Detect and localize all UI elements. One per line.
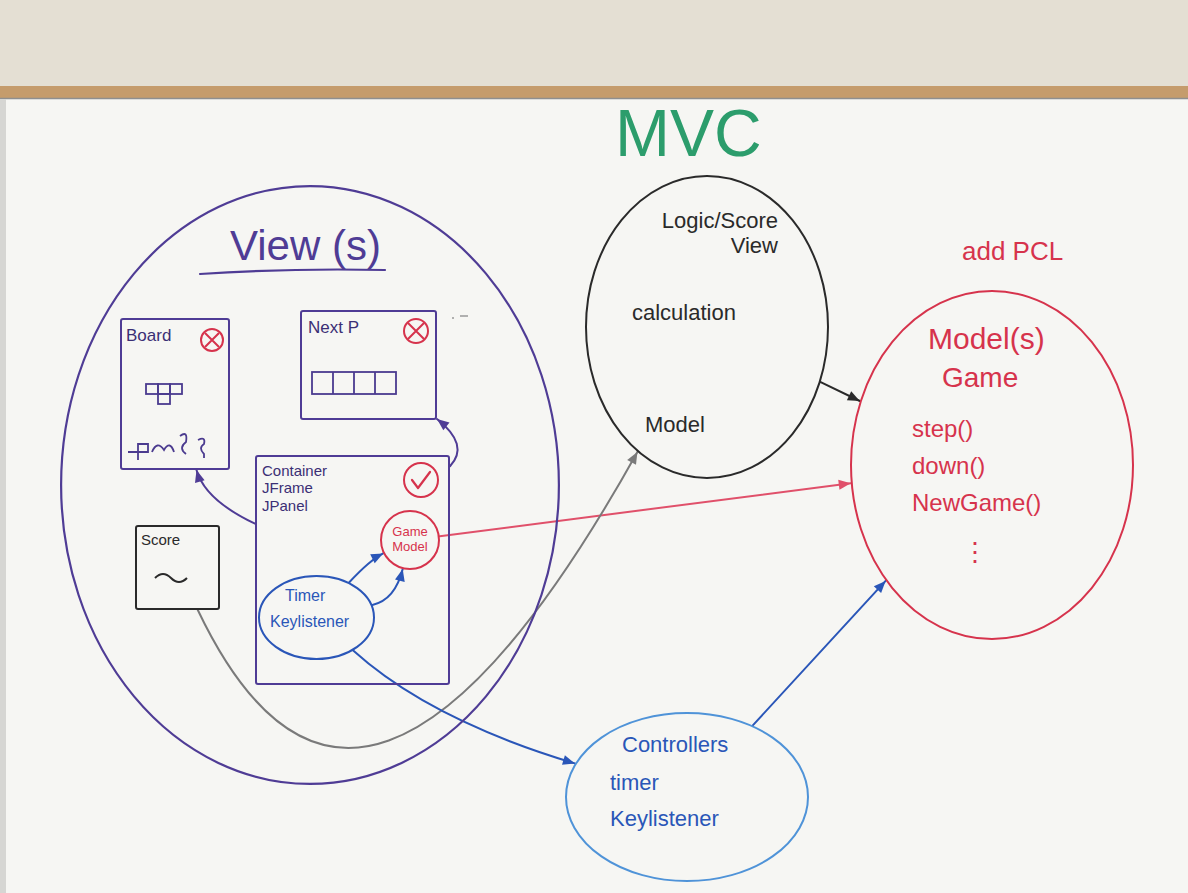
outline-ellipse [851, 291, 1133, 639]
tetris-cell [158, 394, 170, 404]
circle-text: Model [645, 412, 705, 437]
arrow-head [562, 755, 575, 765]
arrow-head [437, 419, 450, 430]
connector-line [440, 483, 851, 536]
tetris-pieces [128, 384, 204, 460]
model-circle: Model(s) Game step() down() NewGame() ⋮ [850, 290, 1134, 640]
arrow-head [847, 391, 860, 401]
outline-ellipse [381, 511, 439, 569]
connector-line [197, 470, 256, 524]
diagram-title: MVC [615, 100, 762, 166]
region-heading: View (s) [230, 222, 381, 270]
connector-line [753, 581, 886, 726]
board-edge [0, 98, 1188, 100]
check-mark [412, 472, 430, 488]
stray-mark [452, 316, 468, 318]
arrow-connector [353, 651, 575, 765]
game-model-circle: Game Model [380, 510, 440, 570]
circle-text: ⋮ [962, 538, 988, 568]
circle-text: step() [912, 415, 973, 443]
connector-line [821, 382, 860, 401]
circle-text: NewGame() [912, 489, 1041, 517]
arrow-connector [349, 553, 383, 582]
connector-line [437, 419, 458, 466]
tetris-piece [198, 439, 204, 458]
container-panel: Container JFrame JPanelTimerKeylistener G… [255, 455, 450, 685]
arrow-connector [372, 569, 404, 605]
next-piece-slots [312, 372, 396, 394]
panel-label: Next P [308, 318, 359, 338]
arrow-connector [195, 470, 255, 524]
arrow-head [395, 569, 405, 582]
tetris-cell [170, 384, 182, 394]
arrow-head [874, 581, 886, 593]
listener-group: TimerKeylistener [258, 575, 375, 660]
next-piece-panel: Next P [300, 310, 437, 420]
board-panel: Board [120, 318, 230, 470]
connector-line [372, 569, 402, 605]
cross-mark [205, 333, 219, 347]
tetris-piece [128, 444, 148, 460]
arrow-connector [437, 419, 458, 466]
circle-text: calculation [632, 300, 736, 325]
circle-text: timer [610, 770, 659, 795]
arrow-head [195, 470, 205, 483]
circle-text: Model(s) [928, 322, 1045, 357]
board-rail [0, 86, 1188, 98]
tetris-piece [180, 434, 186, 454]
tetris-cell [146, 384, 158, 394]
controller-circle: Controllers timerKeylistener [565, 712, 809, 882]
circle-text: Game [942, 362, 1018, 394]
score-panel: Score [135, 525, 220, 610]
circle-text: down() [912, 452, 985, 480]
tetris-cell [158, 384, 170, 394]
cross-mark [404, 319, 428, 343]
heading-underline [200, 270, 385, 275]
slot-row [312, 372, 396, 394]
tetris-piece [152, 445, 174, 452]
arrow-connector [440, 480, 851, 536]
note-label: add PCL [962, 238, 1063, 264]
connector-line [349, 553, 383, 582]
circle-text: Logic/Score View [648, 208, 778, 259]
outline-ellipse [566, 713, 808, 881]
panel-label: Container JFrame JPanel [262, 462, 347, 514]
cross-mark [201, 329, 223, 351]
arrow-connector [821, 382, 860, 401]
view-region: View (s) Board Next P Container JFrame JPan… [60, 185, 560, 785]
score-squiggle [155, 574, 187, 582]
check-mark [404, 463, 438, 497]
connector-line [353, 651, 575, 764]
panel-label: Score [141, 531, 180, 548]
cross-mark [408, 323, 424, 339]
arrow-head [370, 553, 383, 563]
wall [0, 0, 1188, 86]
circle-text: Controllers [622, 732, 728, 757]
circle-text: Keylistener [610, 806, 719, 831]
arrow-head [838, 480, 851, 490]
slot-dividers [333, 372, 375, 394]
outline-ellipse [61, 186, 559, 784]
arrow-connector [753, 581, 886, 726]
model-label: Game Model [384, 525, 436, 555]
logic-circle: Logic/Score View calculationModel [585, 175, 829, 479]
listener-label: Keylistener [270, 613, 349, 631]
arrow-head [627, 452, 637, 465]
outline-ellipse [586, 176, 828, 478]
panel-label: Board [126, 326, 171, 346]
arrow-connector [198, 452, 638, 748]
listener-label: Timer [285, 587, 325, 605]
board-side [0, 99, 6, 893]
connector-line [198, 452, 638, 748]
outline-ellipse [259, 576, 374, 659]
